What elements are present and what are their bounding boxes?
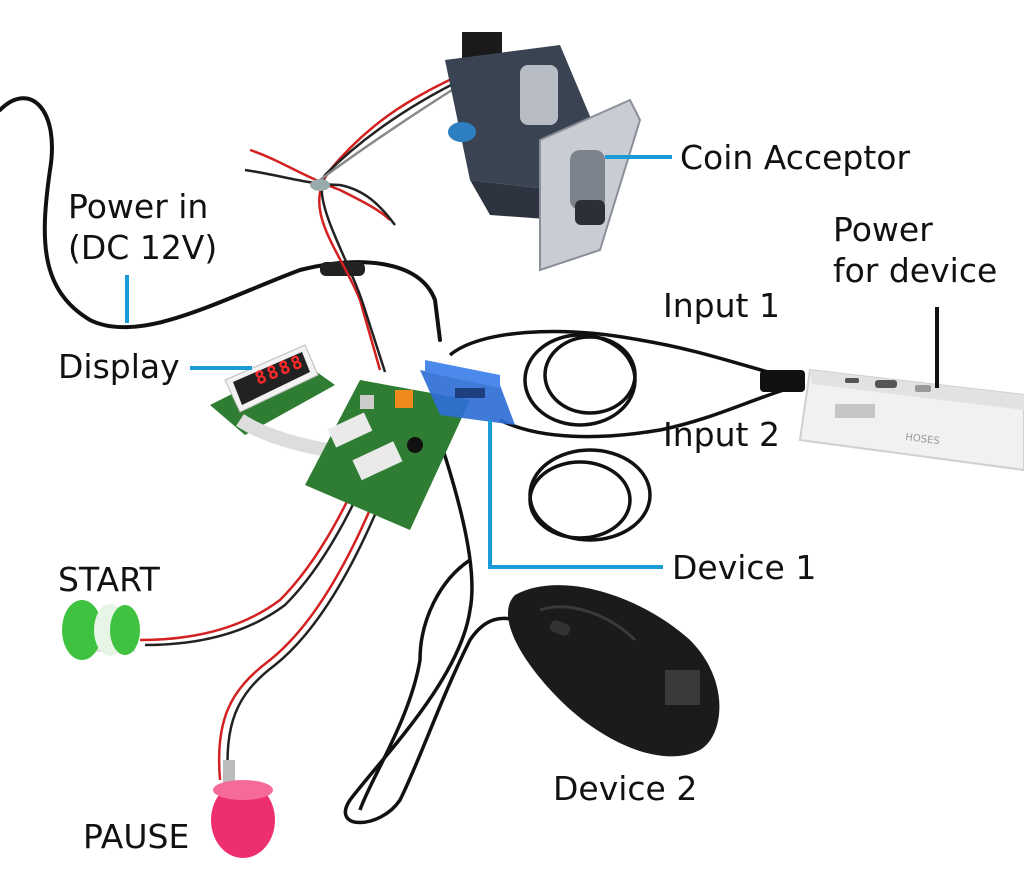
start-button — [62, 600, 140, 660]
label-power-in-line2: (DC 12V) — [68, 228, 218, 267]
power-bank — [760, 368, 1024, 472]
label-input-1: Input 1 — [663, 286, 780, 325]
coin-acceptor-wires — [244, 68, 471, 373]
controller-board — [305, 380, 470, 530]
mouse — [507, 585, 720, 757]
label-device-2: Device 2 — [553, 769, 698, 808]
label-power-for-device-line1: Power — [833, 210, 933, 249]
usb-hub — [420, 360, 515, 425]
coin-acceptor — [445, 32, 642, 272]
pause-button — [211, 760, 275, 858]
label-pause: PAUSE — [83, 817, 190, 856]
label-power-for-device-line2: for device — [833, 251, 998, 290]
power-bank-brand: HOSES — [905, 432, 940, 447]
callout-lines — [125, 155, 672, 569]
label-device-1: Device 1 — [672, 548, 817, 587]
label-display: Display — [58, 347, 180, 386]
label-start: START — [58, 560, 160, 599]
label-coin-acceptor: Coin Acceptor — [680, 138, 911, 177]
label-power-in-line1: Power in — [68, 187, 209, 226]
power-cable — [0, 96, 442, 342]
device-cables — [343, 329, 791, 825]
label-input-2: Input 2 — [663, 415, 780, 454]
